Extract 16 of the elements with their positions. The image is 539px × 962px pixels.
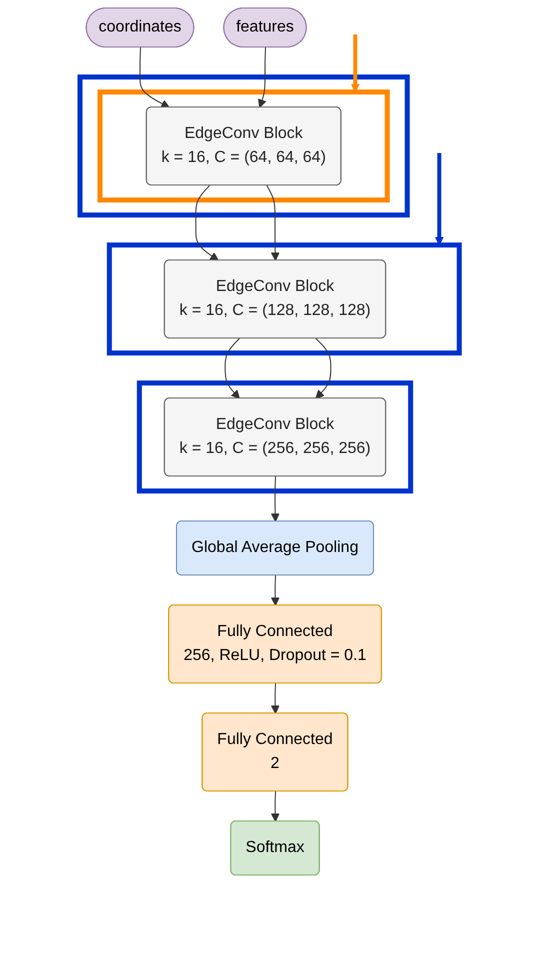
arrow [266,185,280,261]
cluster [97,90,390,202]
cluster [136,380,413,494]
arrow [270,790,280,822]
arrow [270,683,280,714]
cluster [106,242,462,356]
arrow [270,575,280,606]
arrow [315,338,332,399]
arrow [139,47,170,108]
arrow [224,338,240,399]
arrow [350,34,360,92]
arrow [434,153,444,246]
cluster [77,74,410,218]
arrow [258,47,266,108]
arrow [270,476,280,522]
arrow [195,185,219,261]
